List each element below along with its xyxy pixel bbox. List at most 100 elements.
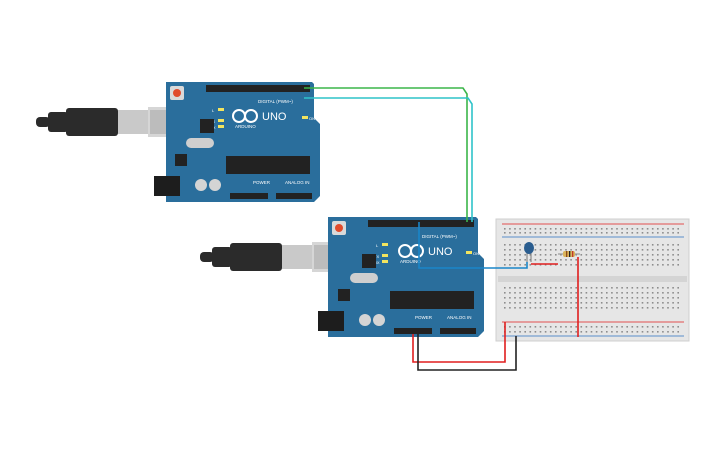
breadboard-hole[interactable] [662,249,664,251]
breadboard-hole[interactable] [560,264,562,266]
breadboard-hole[interactable] [595,307,598,309]
breadboard-hole[interactable] [590,331,593,333]
breadboard-hole[interactable] [667,326,669,328]
breadboard-hole[interactable] [631,264,634,266]
breadboard-hole[interactable] [524,307,526,309]
breadboard-hole[interactable] [580,307,583,309]
breadboard-hole[interactable] [636,302,639,304]
breadboard-hole[interactable] [560,331,562,333]
breadboard-hole[interactable] [641,249,644,251]
breadboard-hole[interactable] [600,259,603,261]
breadboard-hole[interactable] [600,232,603,234]
breadboard-hole[interactable] [600,244,603,246]
breadboard-hole[interactable] [555,254,557,256]
breadboard-hole[interactable] [646,249,649,251]
breadboard-hole[interactable] [549,244,552,246]
breadboard-hole[interactable] [585,244,588,246]
breadboard-hole[interactable] [616,287,618,289]
breadboard-hole[interactable] [544,228,547,230]
breadboard-hole[interactable] [565,326,567,328]
breadboard-hole[interactable] [651,331,654,333]
breadboard-hole[interactable] [544,249,547,251]
breadboard-hole[interactable] [641,287,644,289]
breadboard-hole[interactable] [636,307,639,309]
breadboard-hole[interactable] [631,326,634,328]
breadboard-hole[interactable] [606,244,608,246]
breadboard-hole[interactable] [565,302,567,304]
breadboard-hole[interactable] [636,228,639,230]
breadboard-hole[interactable] [616,244,618,246]
breadboard-hole[interactable] [565,259,567,261]
breadboard-hole[interactable] [534,259,537,261]
breadboard-hole[interactable] [616,232,618,234]
breadboard-hole[interactable] [651,259,654,261]
breadboard-hole[interactable] [539,244,542,246]
breadboard-hole[interactable] [616,259,618,261]
breadboard-hole[interactable] [509,292,511,294]
breadboard-hole[interactable] [555,326,557,328]
breadboard-hole[interactable] [600,307,603,309]
breadboard-hole[interactable] [590,249,593,251]
breadboard-hole[interactable] [657,302,659,304]
breadboard-hole[interactable] [575,249,577,251]
breadboard-hole[interactable] [549,331,552,333]
breadboard-hole[interactable] [667,228,669,230]
breadboard-hole[interactable] [504,302,506,304]
breadboard-hole[interactable] [651,287,654,289]
breadboard-hole[interactable] [646,232,649,234]
breadboard-hole[interactable] [544,287,547,289]
breadboard-hole[interactable] [606,264,608,266]
breadboard-hole[interactable] [626,249,628,251]
breadboard-hole[interactable] [565,297,567,299]
breadboard-hole[interactable] [514,287,516,289]
breadboard-hole[interactable] [626,244,628,246]
breadboard-hole[interactable] [651,326,654,328]
breadboard-hole[interactable] [646,302,649,304]
breadboard-hole[interactable] [631,228,634,230]
breadboard-hole[interactable] [600,287,603,289]
breadboard-hole[interactable] [677,259,679,261]
breadboard-hole[interactable] [600,331,603,333]
breadboard-hole[interactable] [641,326,644,328]
breadboard-hole[interactable] [580,264,583,266]
breadboard-hole[interactable] [651,244,654,246]
breadboard-hole[interactable] [514,331,516,333]
breadboard-hole[interactable] [539,228,542,230]
breadboard-hole[interactable] [519,259,521,261]
breadboard-hole[interactable] [519,264,521,266]
breadboard-hole[interactable] [662,292,664,294]
breadboard-hole[interactable] [590,254,593,256]
breadboard-hole[interactable] [595,297,598,299]
breadboard-hole[interactable] [580,244,583,246]
breadboard-hole[interactable] [611,228,613,230]
breadboard-hole[interactable] [570,331,572,333]
breadboard-hole[interactable] [651,307,654,309]
breadboard-hole[interactable] [677,228,679,230]
breadboard-hole[interactable] [549,302,552,304]
breadboard-hole[interactable] [677,331,679,333]
breadboard-hole[interactable] [595,228,598,230]
breadboard-hole[interactable] [555,287,557,289]
breadboard-hole[interactable] [534,249,537,251]
breadboard-hole[interactable] [585,264,588,266]
breadboard-hole[interactable] [606,302,608,304]
breadboard-hole[interactable] [611,259,613,261]
breadboard-hole[interactable] [606,326,608,328]
breadboard-hole[interactable] [662,297,664,299]
breadboard-hole[interactable] [539,307,542,309]
breadboard-hole[interactable] [524,326,526,328]
breadboard-hole[interactable] [616,254,618,256]
breadboard-hole[interactable] [657,228,659,230]
breadboard-hole[interactable] [539,331,542,333]
breadboard-hole[interactable] [504,232,506,234]
breadboard-hole[interactable] [606,292,608,294]
breadboard-hole[interactable] [549,292,552,294]
breadboard-hole[interactable] [565,307,567,309]
breadboard-hole[interactable] [534,326,537,328]
breadboard-hole[interactable] [672,292,674,294]
breadboard-hole[interactable] [524,292,526,294]
breadboard-hole[interactable] [580,331,583,333]
breadboard-hole[interactable] [657,254,659,256]
breadboard-hole[interactable] [641,232,644,234]
breadboard-hole[interactable] [636,254,639,256]
